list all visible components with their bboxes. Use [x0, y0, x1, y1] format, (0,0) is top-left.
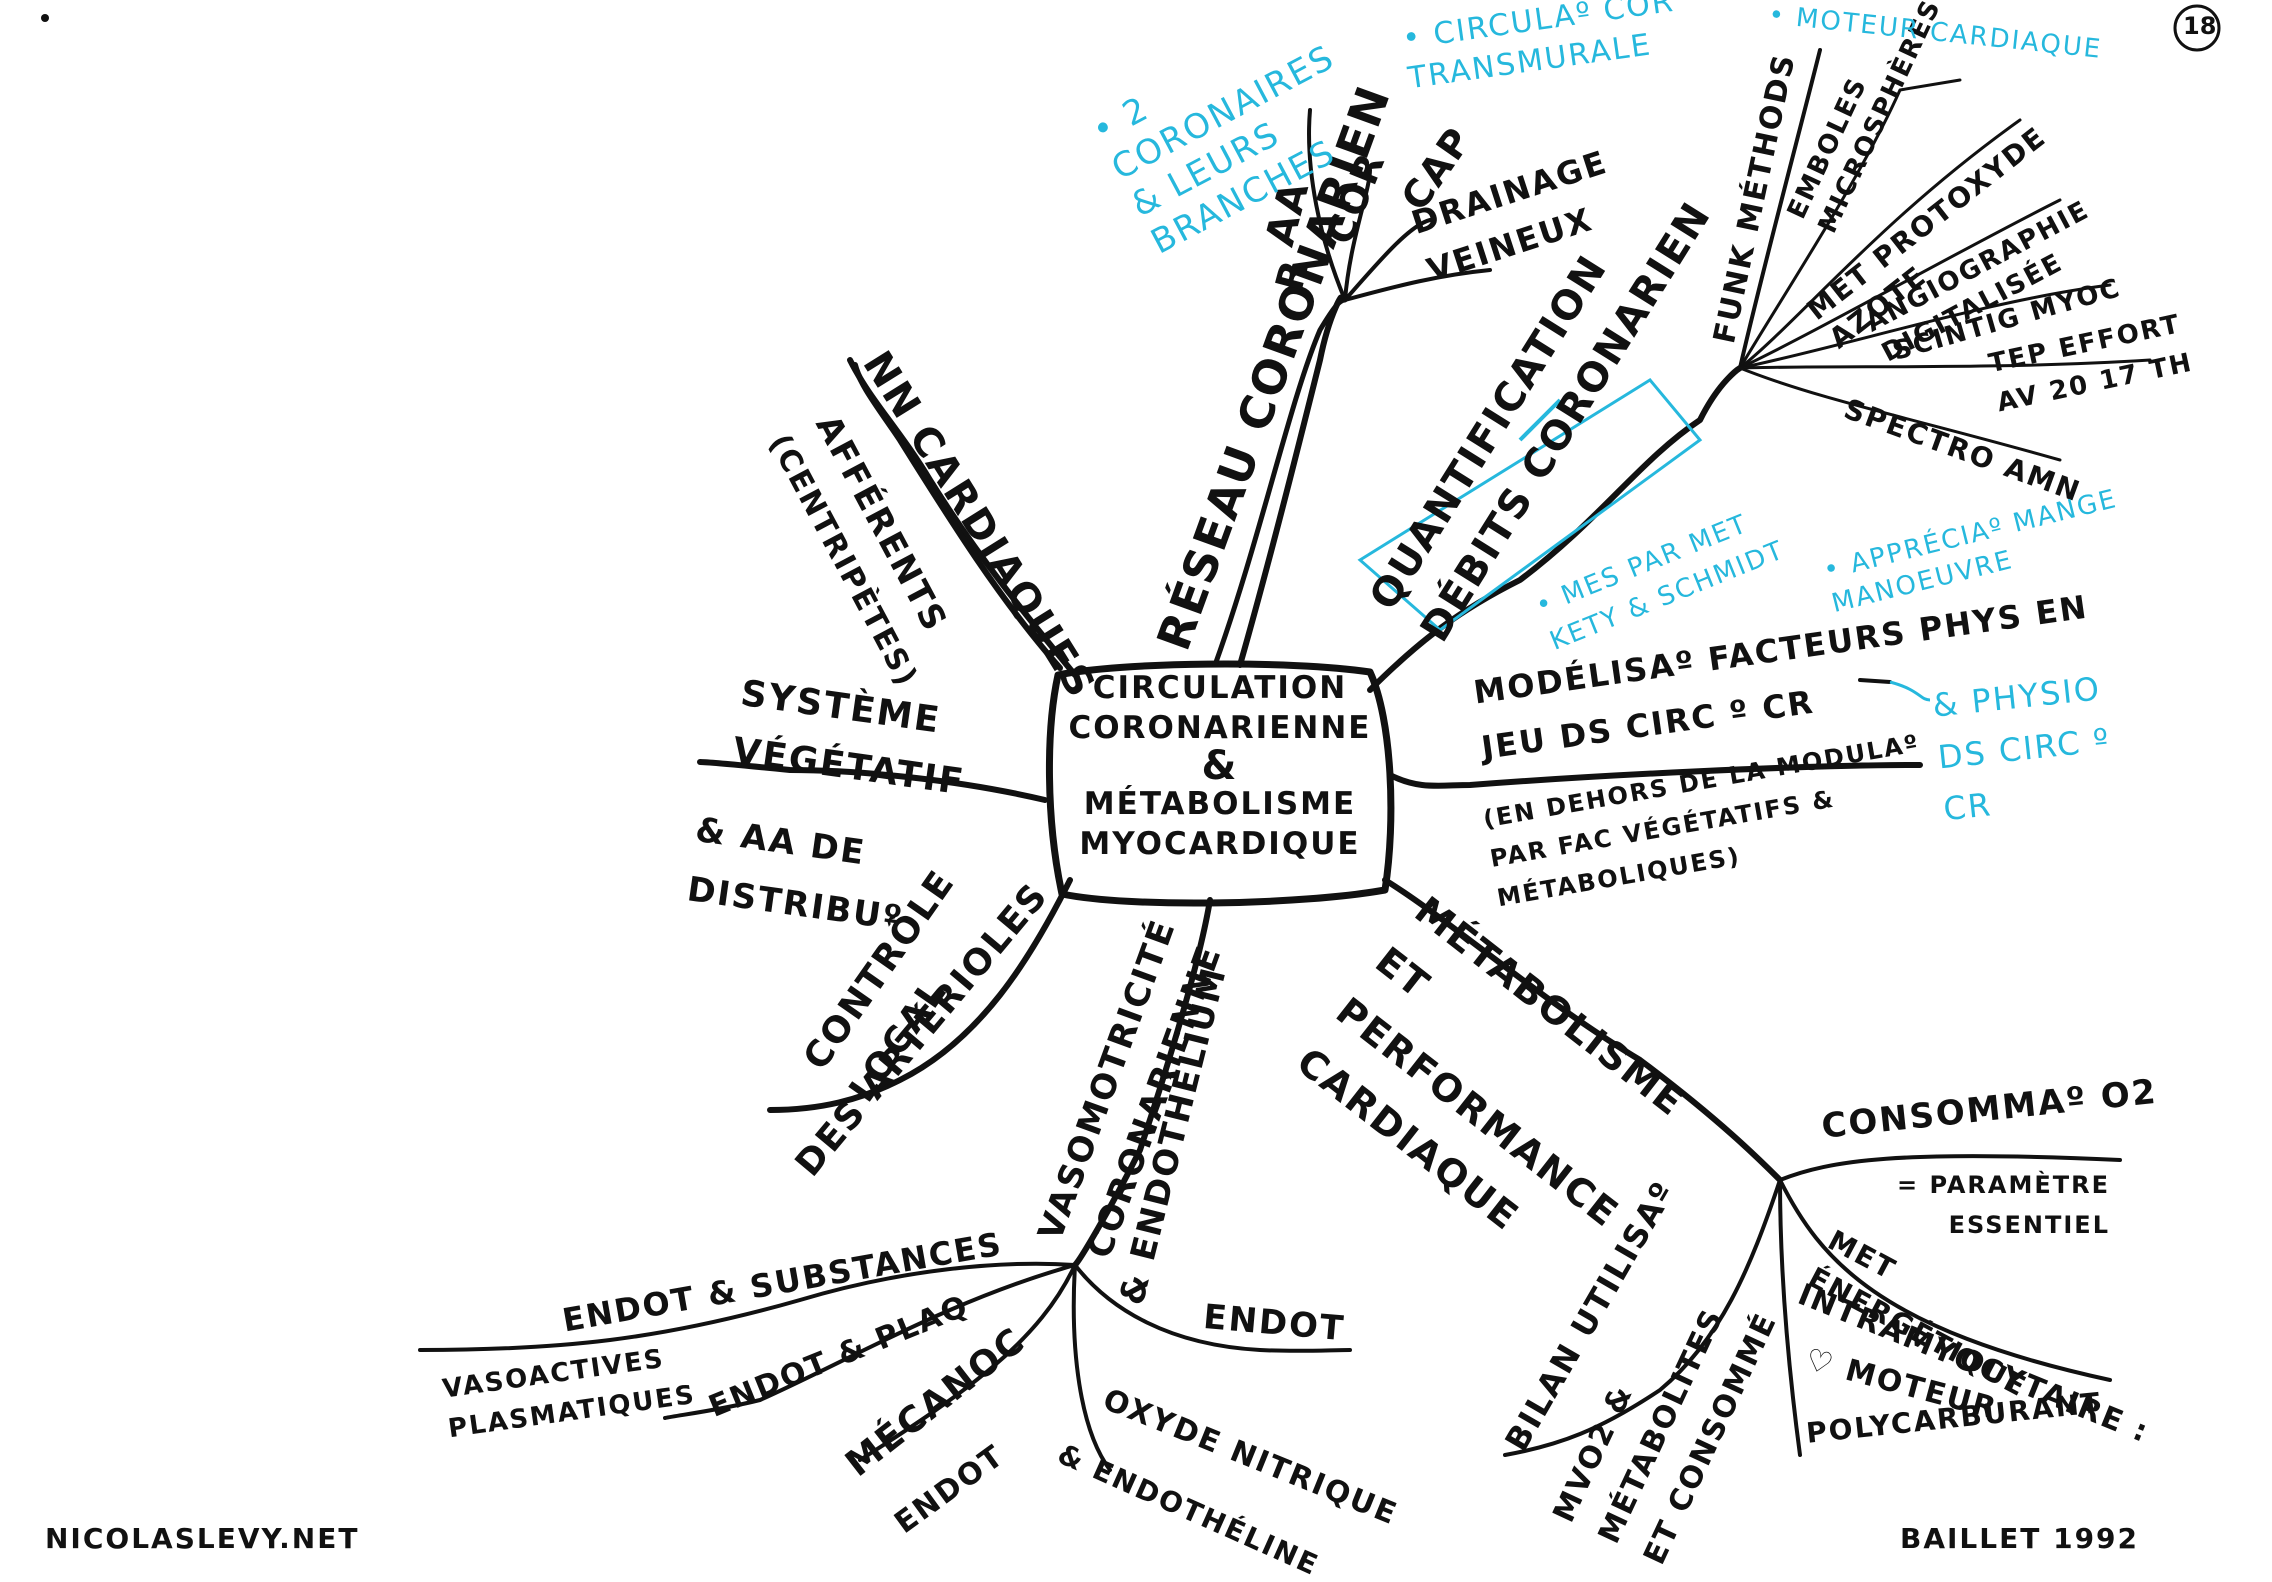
modelisation-dash — [1858, 678, 1892, 684]
branch-metabolisme — [1382, 877, 1783, 1183]
branch-bilan — [1503, 1178, 1782, 1457]
center-title: CIRCULATION CORONARIENNE & MÉTABOLISME M… — [1050, 668, 1390, 864]
debits-box — [1357, 378, 1703, 632]
center-line-2: CORONARIENNE — [1068, 710, 1372, 746]
branch-modelisation — [1387, 762, 1923, 789]
branch-intramyo — [1778, 1178, 1802, 1457]
branch-angio — [1738, 198, 2062, 370]
branch-mecanoc — [858, 1263, 1077, 1462]
page-number: 18 — [2183, 12, 2217, 40]
branch-endot — [1073, 1263, 1352, 1353]
credit-left: NICOLASLEVY.NET — [45, 1522, 360, 1555]
branch-drainage — [1343, 268, 1492, 302]
branch-aa — [1307, 108, 1347, 302]
branch-cap — [1343, 218, 1432, 302]
branch-vasomotricite — [1072, 897, 1213, 1268]
branch-funk — [1738, 48, 1822, 370]
credit-right: BAILLET 1992 — [1900, 1522, 2140, 1555]
branch-nn-2 — [852, 362, 1063, 671]
center-line-5: MYOCARDIQUE — [1079, 826, 1361, 862]
debits-check — [1518, 398, 1562, 442]
branch-met-protoxyde — [1738, 118, 2022, 370]
branch-endot-plaq — [663, 1263, 1077, 1420]
branch-controle — [767, 877, 1073, 1113]
metab-parametre: = PARAMÈTRE ESSENTIEL — [1896, 1171, 2110, 1239]
branch-met-energ — [1778, 1178, 2112, 1382]
branch-emboles — [1738, 78, 1962, 370]
branch-endot-subst — [418, 1261, 1077, 1352]
page-number-circle — [2173, 4, 2221, 52]
center-box — [1045, 660, 1395, 907]
branch-cor — [1343, 168, 1372, 302]
center-line-4: MÉTABOLISME — [1083, 786, 1357, 822]
center-line-3: & — [1201, 743, 1239, 789]
corner-dot — [41, 14, 49, 22]
center-line-1: CIRCULATION — [1092, 670, 1348, 706]
physio-connector — [1889, 680, 1931, 702]
branch-spectro — [1738, 366, 2062, 462]
modelisation-note: & PHYSIO DS CIRC º CR — [1930, 669, 2113, 829]
branch-reseau-main — [1212, 297, 1348, 668]
branch-consomma — [1778, 1154, 2122, 1182]
branch-scintig — [1738, 283, 2112, 370]
branch-oxyde — [1071, 1263, 1112, 1472]
branch-tep — [1738, 358, 2152, 370]
branch-systeme — [697, 759, 1048, 803]
